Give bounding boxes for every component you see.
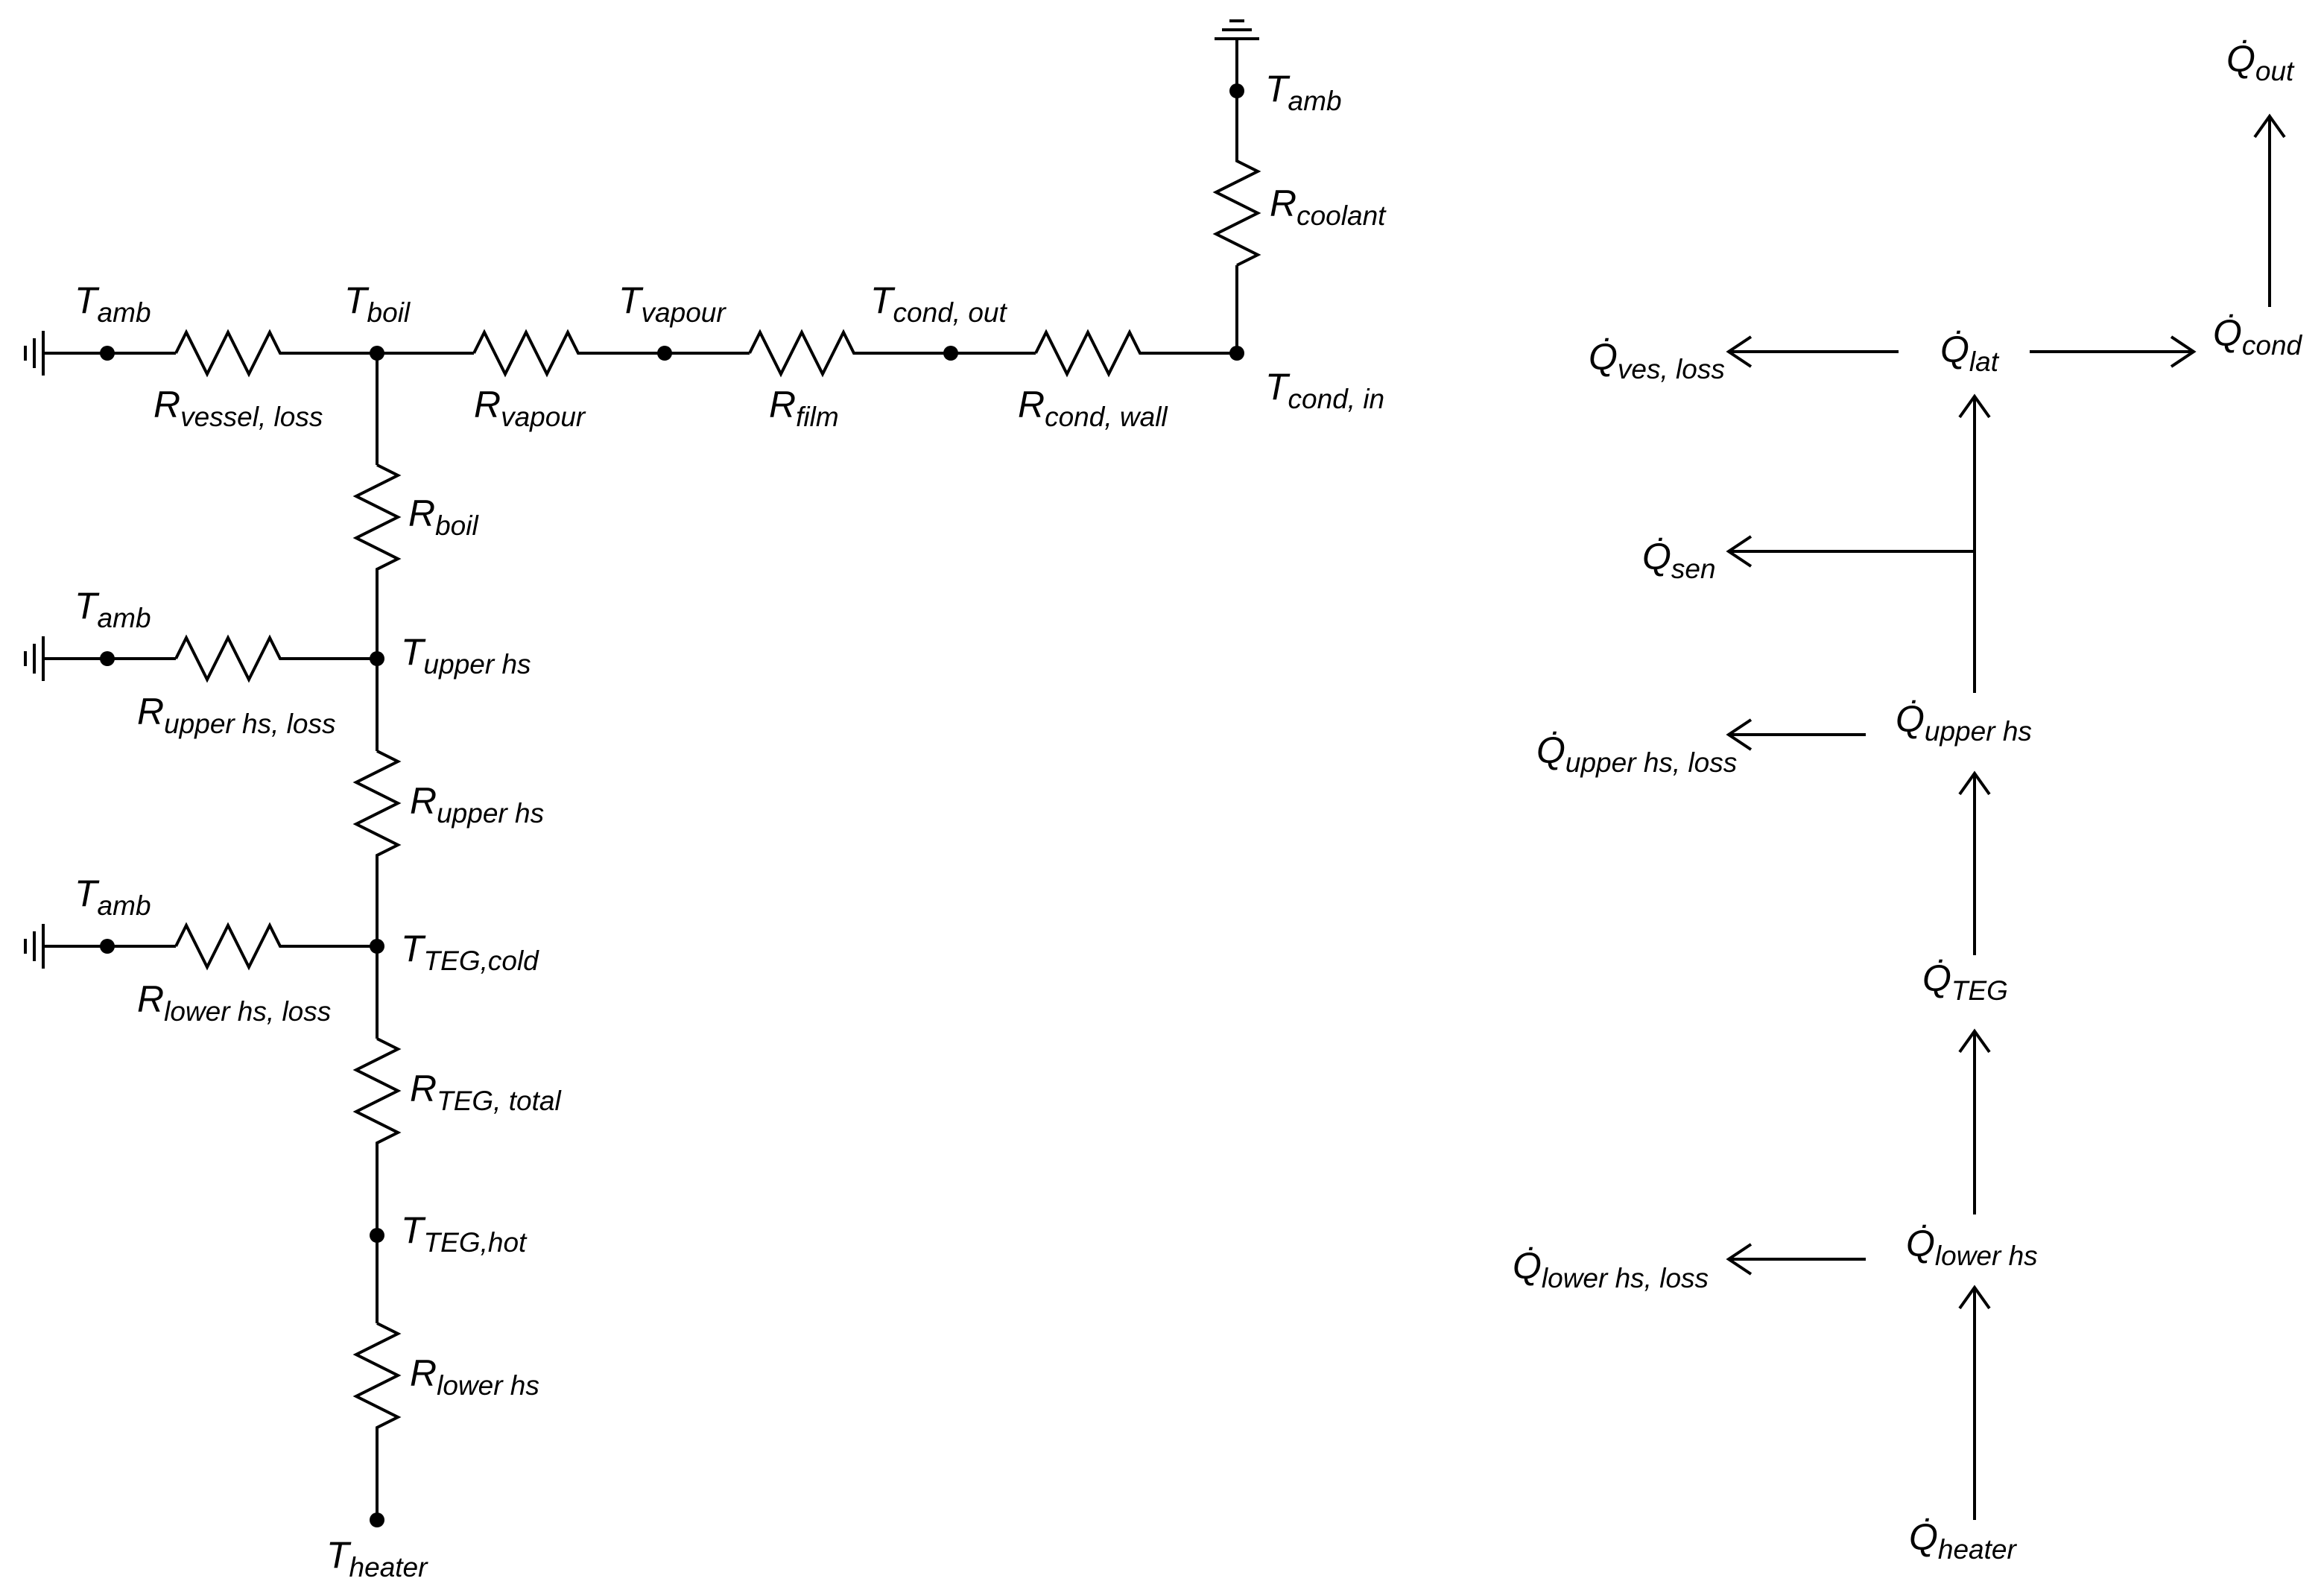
resistor-lower-hs-loss [174, 922, 289, 971]
resistor-vapour [472, 329, 587, 378]
resistor-label-cond-wall: Rcond, wall [1018, 384, 1168, 432]
node-label-t-amb-left-mid: Tamb [75, 585, 151, 633]
node-label-t-upper-hs: Tupper hs [401, 631, 531, 680]
thermal-resistance-circuit: Tamb Tboil Tvapour Tcond, out Tcond, in … [24, 19, 1387, 1583]
node-label-t-heater: Theater [326, 1534, 428, 1583]
node-label-t-teg-hot: TTEG,hot [401, 1209, 528, 1258]
resistor-label-upper-hs-loss: Rupper hs, loss [137, 691, 335, 739]
circuit-resistor-labels: Rvessel, loss Rvapour Rfilm Rcond, wall … [137, 183, 1387, 1401]
resistor-coolant [1212, 152, 1261, 267]
ground-symbol-top [1215, 19, 1259, 40]
resistor-label-vapour: Rvapour [474, 384, 586, 432]
flow-label-q-upper-hs-loss: Q̇upper hs, loss [1536, 729, 1737, 778]
resistor-label-vessel-loss: Rvessel, loss [153, 384, 323, 432]
node-label-t-amb-top: Tamb [1265, 68, 1342, 116]
resistor-vessel-loss [174, 329, 289, 378]
node-label-t-vapour: Tvapour [618, 279, 726, 328]
flow-label-q-sen: Q̇sen [1642, 536, 1716, 584]
heat-flow-diagram: Q̇out Q̇cond Q̇lat Q̇ves, loss Q̇sen Q̇u… [1513, 38, 2303, 1565]
resistor-label-lower-hs: Rlower hs [410, 1352, 539, 1401]
flow-label-q-upper-hs: Q̇upper hs [1896, 698, 2032, 747]
resistor-boil [352, 463, 402, 572]
node-label-t-cond-in: Tcond, in [1265, 366, 1384, 414]
resistor-upper-hs-loss [174, 634, 289, 683]
resistor-teg-total [352, 1037, 402, 1144]
resistor-label-upper-hs: Rupper hs [410, 780, 544, 829]
node-label-t-boil: Tboil [344, 279, 411, 328]
flow-label-q-heater: Q̇heater [1909, 1516, 2017, 1565]
resistor-label-teg-total: RTEG, total [410, 1068, 562, 1116]
flow-label-q-lower-hs-loss: Q̇lower hs, loss [1513, 1245, 1709, 1293]
resistor-label-coolant: Rcoolant [1270, 183, 1387, 231]
resistor-film [748, 329, 863, 378]
flow-labels: Q̇out Q̇cond Q̇lat Q̇ves, loss Q̇sen Q̇u… [1513, 38, 2303, 1565]
flow-arrow-lines [1730, 118, 2271, 1520]
node-label-t-amb-left-top: Tamb [75, 279, 151, 328]
flow-label-q-out: Q̇out [2226, 38, 2295, 86]
resistor-lower-hs [352, 1322, 402, 1429]
node-label-t-amb-left-bottom: Tamb [75, 872, 151, 921]
flow-label-q-ves-loss: Q̇ves, loss [1589, 336, 1725, 384]
ground-symbol-left-top [24, 331, 45, 376]
resistor-label-boil: Rboil [408, 492, 479, 541]
resistor-label-lower-hs-loss: Rlower hs, loss [137, 978, 331, 1027]
flow-label-q-lower-hs: Q̇lower hs [1906, 1223, 2038, 1271]
circuit-node-labels: Tamb Tboil Tvapour Tcond, out Tcond, in … [75, 68, 1384, 1583]
circuit-node-dots [100, 83, 1244, 1527]
flow-label-q-teg: Q̇TEG [1922, 957, 2008, 1006]
node-label-t-teg-cold: TTEG,cold [401, 928, 539, 976]
flow-label-q-lat: Q̇lat [1940, 329, 2000, 377]
ground-symbol-left-mid [24, 636, 45, 681]
flow-label-q-cond: Q̇cond [2213, 312, 2303, 361]
resistor-label-film: Rfilm [769, 384, 839, 432]
flow-arrowheads [1726, 113, 2286, 1310]
ground-symbol-left-bottom [24, 924, 45, 969]
resistor-upper-hs [352, 750, 402, 857]
resistor-cond-wall [1034, 329, 1149, 378]
node-label-t-cond-out: Tcond, out [870, 279, 1007, 328]
circuit-wires [43, 39, 1238, 1520]
